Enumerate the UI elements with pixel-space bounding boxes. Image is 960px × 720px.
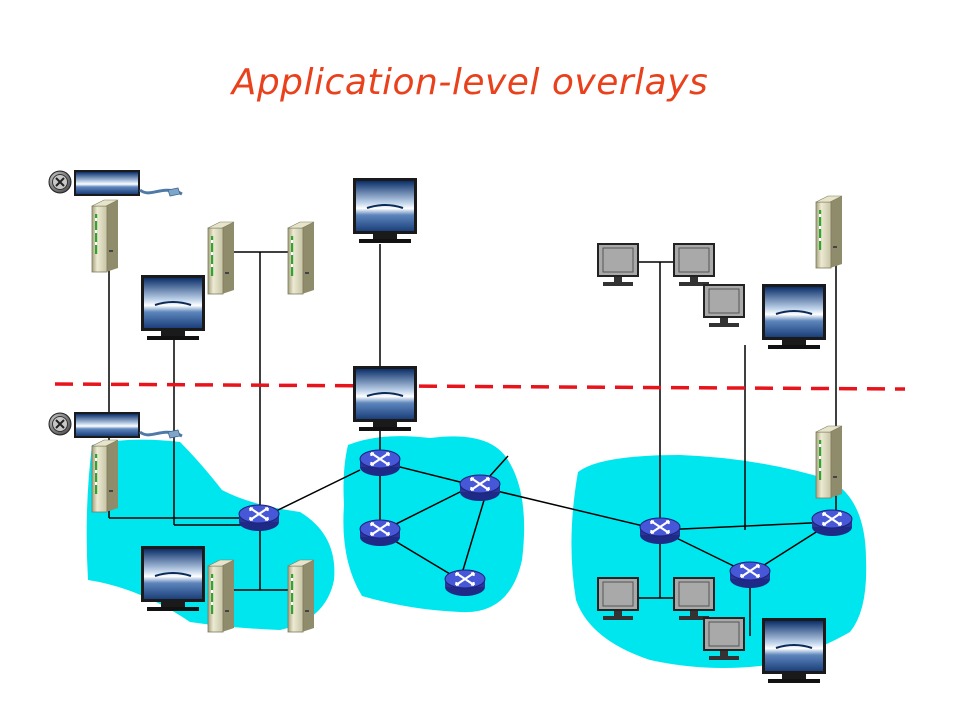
desktop-pc-icon	[597, 243, 639, 287]
server-tower-icon	[207, 221, 235, 295]
monitor-icon	[140, 274, 206, 341]
desktop-pc-icon	[703, 284, 745, 328]
server-tower-icon	[207, 559, 235, 633]
monitor-icon	[761, 617, 827, 684]
server-tower-icon	[287, 221, 315, 295]
modem-icon	[47, 168, 184, 198]
overlay-boundary-line	[54, 382, 906, 391]
monitor-icon	[352, 177, 418, 244]
server-tower-icon	[91, 439, 119, 513]
modem-icon	[47, 410, 184, 440]
server-tower-icon	[287, 559, 315, 633]
router-icon	[728, 560, 772, 590]
server-tower-icon	[91, 199, 119, 273]
monitor-icon	[140, 545, 206, 612]
server-tower-icon	[815, 425, 843, 499]
monitor-icon	[352, 365, 418, 432]
network-cloud-right	[571, 455, 867, 668]
monitor-icon	[761, 283, 827, 350]
router-icon	[443, 568, 487, 598]
router-icon	[358, 518, 402, 548]
desktop-pc-icon	[673, 243, 715, 287]
router-icon	[237, 503, 281, 533]
router-icon	[638, 516, 682, 546]
server-tower-icon	[815, 195, 843, 269]
slide-title: Application-level overlays	[231, 62, 709, 103]
router-icon	[458, 473, 502, 503]
router-icon	[358, 448, 402, 478]
router-icon	[810, 508, 854, 538]
